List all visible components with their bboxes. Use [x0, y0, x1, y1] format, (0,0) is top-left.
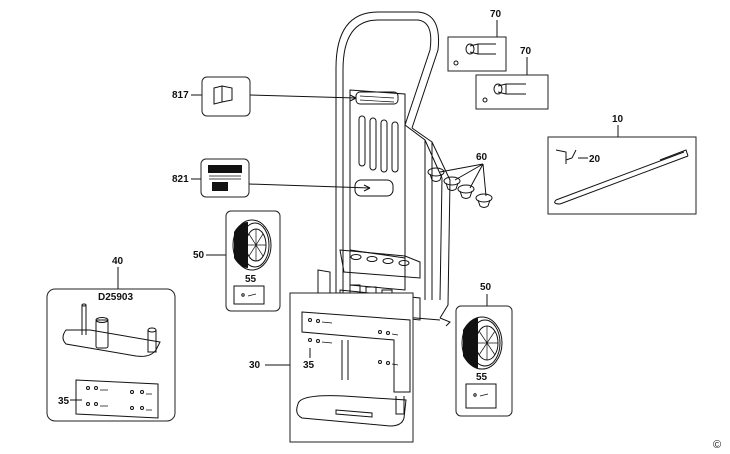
- part-50-wheel-left: 50 55: [193, 210, 281, 312]
- callout-50-left: 50: [193, 250, 205, 261]
- part-70-pin-upper: 70: [447, 9, 507, 72]
- callout-35-toe-plate: 35: [303, 360, 315, 371]
- toe-plate-holes: [308, 318, 399, 366]
- part-50-wheel-right: 50 55: [455, 282, 513, 417]
- callout-817: 817: [172, 90, 189, 101]
- callout-35-kit: 35: [58, 396, 70, 407]
- callout-55-left: 55: [245, 274, 257, 285]
- callout-50-right: 50: [480, 282, 492, 293]
- callout-821: 821: [172, 174, 189, 185]
- part-70-pin-lower: 70: [475, 46, 549, 110]
- frame-slots: [358, 115, 399, 173]
- part-60-caps: 60: [427, 152, 493, 208]
- part-10-rod: 10 20: [547, 114, 697, 215]
- callout-10: 10: [612, 114, 624, 125]
- callout-40: 40: [112, 256, 124, 267]
- callout-55-right: 55: [476, 372, 488, 383]
- cap-3: [457, 184, 475, 199]
- part-821-label: 821: [172, 158, 371, 198]
- callout-60: 60: [476, 152, 488, 163]
- callout-20: 20: [589, 154, 601, 165]
- callout-70-upper: 70: [490, 9, 502, 20]
- part-40-kit: 40 D25903 35: [46, 256, 176, 422]
- callout-70-lower: 70: [520, 46, 532, 57]
- cap-2: [443, 176, 461, 191]
- hand-truck-frame: [317, 11, 451, 341]
- model-label-d25903: D25903: [98, 292, 133, 303]
- copyright-symbol: ©: [713, 439, 721, 451]
- cap-1: [427, 167, 445, 182]
- part-30-toe-plate: 30 35: [249, 292, 414, 443]
- part-817-label: 817: [172, 76, 357, 117]
- callout-30: 30: [249, 360, 261, 371]
- bracket-holes: [86, 386, 152, 411]
- part-20-clip: 20: [555, 149, 601, 165]
- cap-4: [475, 193, 493, 208]
